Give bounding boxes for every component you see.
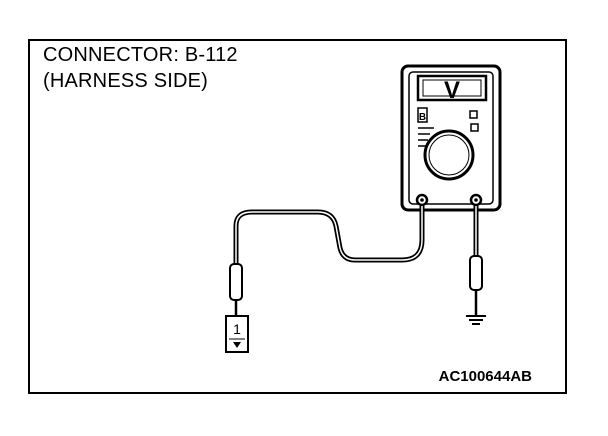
test-lead-to-pin [229,206,425,316]
voltmeter-display-inner [422,79,482,97]
harness-side-label: (HARNESS SIDE) [43,70,209,92]
rotary-dial-icon [423,129,475,181]
figure-code: AC100644AB [438,368,532,385]
voltmeter-display-text: V [444,77,460,104]
connector-lock-icon [233,342,241,348]
voltmeter: V B [400,64,502,212]
range-indicator-icon [417,107,428,123]
range-mark: B [419,112,426,123]
connector-pin-box [225,315,249,353]
test-lead-to-ground [466,206,486,325]
dial-scale-ticks [418,127,434,147]
meter-button-icon [470,123,479,132]
connector-b112: 1 [225,315,249,353]
ground-icon [466,315,486,325]
probe-handle-icon [229,263,243,301]
voltmeter-bezel [408,71,494,205]
connector-caption: CONNECTOR: B-112 (HARNESS SIDE) [43,42,238,94]
probe-handle-icon [469,255,483,291]
connector-name: CONNECTOR: B-112 [43,44,238,66]
meter-button-icon [469,110,478,119]
pin-number: 1 [233,321,241,337]
